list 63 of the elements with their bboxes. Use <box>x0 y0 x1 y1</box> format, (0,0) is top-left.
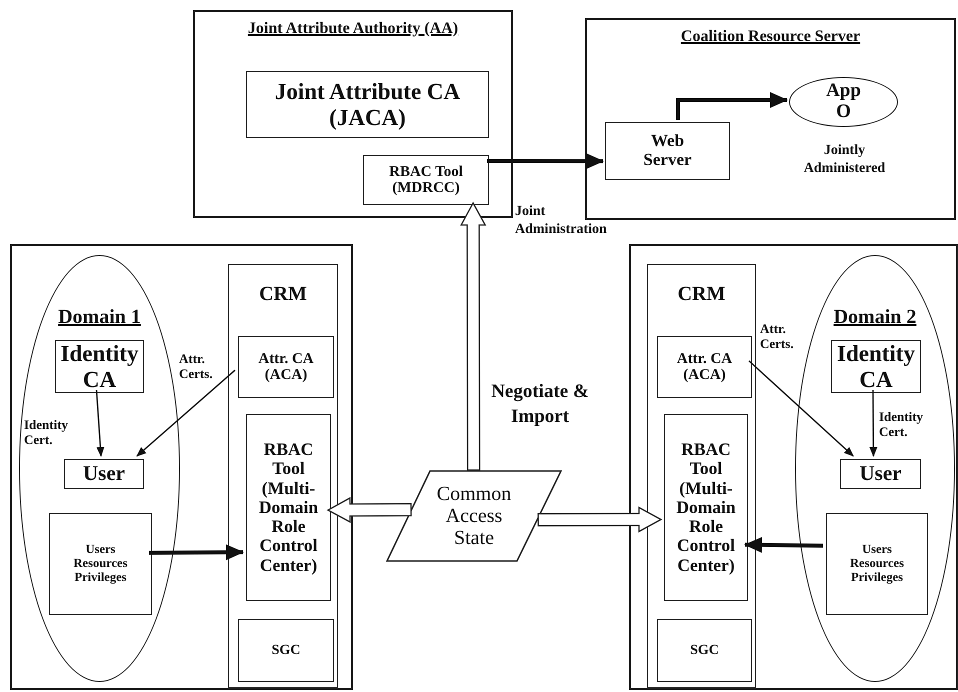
arrow <box>869 390 878 457</box>
group-title: Joint Attribute Authority (AA) <box>246 20 460 38</box>
process-box <box>246 414 331 601</box>
arrow <box>676 92 788 120</box>
node-label: Attr. CA (ACA) <box>676 350 734 384</box>
node-label: RBAC Tool (Multi-Domain Role Control Center) <box>258 440 320 575</box>
node-label: Attr. CA (ACA) <box>257 350 315 384</box>
process-box <box>657 619 752 682</box>
container-box <box>647 264 756 688</box>
group-title: CRM <box>676 283 726 306</box>
node-label: Web Server <box>642 132 693 170</box>
node-label: User <box>83 462 125 486</box>
node-label: Common Access State <box>436 483 512 549</box>
node-caption: Jointly Administered <box>802 142 886 178</box>
arrow <box>148 544 244 560</box>
group-title: CRM <box>258 283 308 306</box>
annotation-text: Joint Administration <box>515 203 608 240</box>
block-arrow <box>326 496 412 524</box>
ellipse-node <box>795 255 955 682</box>
parallelogram-node <box>386 470 562 562</box>
block-arrow <box>538 506 662 533</box>
node-label: Joint Attribute CA (JACA) <box>274 79 462 130</box>
edge-label: Attr. Certs. <box>760 322 795 352</box>
ellipse-node <box>19 255 180 682</box>
process-box <box>664 414 748 601</box>
arrow <box>136 370 236 457</box>
process-box <box>826 513 928 615</box>
container-box <box>228 264 338 688</box>
edge-label: Identity Cert. <box>24 418 70 448</box>
node-label: Identity CA <box>60 341 140 392</box>
container-box <box>10 244 353 690</box>
process-box <box>363 155 489 205</box>
block-arrow <box>460 202 486 471</box>
node-label: User <box>860 462 902 486</box>
annotation-text: Negotiate & Import <box>490 380 590 429</box>
group-title: Domain 2 <box>832 306 918 329</box>
edge-label: Attr. Certs. <box>179 352 214 382</box>
process-box <box>49 513 152 615</box>
process-box <box>238 336 334 398</box>
process-box <box>64 459 144 489</box>
node-label: Identity CA <box>836 341 916 392</box>
arrow <box>748 360 854 457</box>
process-box <box>657 336 752 398</box>
container-box <box>585 18 956 220</box>
process-box <box>246 71 489 138</box>
group-title: Domain 1 <box>57 306 142 329</box>
node-label: RBAC Tool (Multi-Domain Role Control Center) <box>675 440 737 575</box>
node-label: Users Resources Privileges <box>849 543 905 585</box>
container-box <box>629 244 958 690</box>
arrow <box>487 153 604 170</box>
node-label: Users Resources Privileges <box>72 543 128 585</box>
arrow <box>744 536 824 553</box>
process-box <box>238 619 334 682</box>
process-box <box>605 122 730 180</box>
arrow <box>96 390 104 457</box>
edge-label: Identity Cert. <box>879 410 924 440</box>
container-box <box>193 10 513 218</box>
node-label: App O <box>825 81 862 123</box>
node-label: SGC <box>272 642 300 658</box>
node-label: RBAC Tool (MDRCC) <box>388 164 464 196</box>
process-box <box>840 459 921 489</box>
group-title: Coalition Resource Server <box>680 28 862 46</box>
node-label: SGC <box>690 642 719 658</box>
